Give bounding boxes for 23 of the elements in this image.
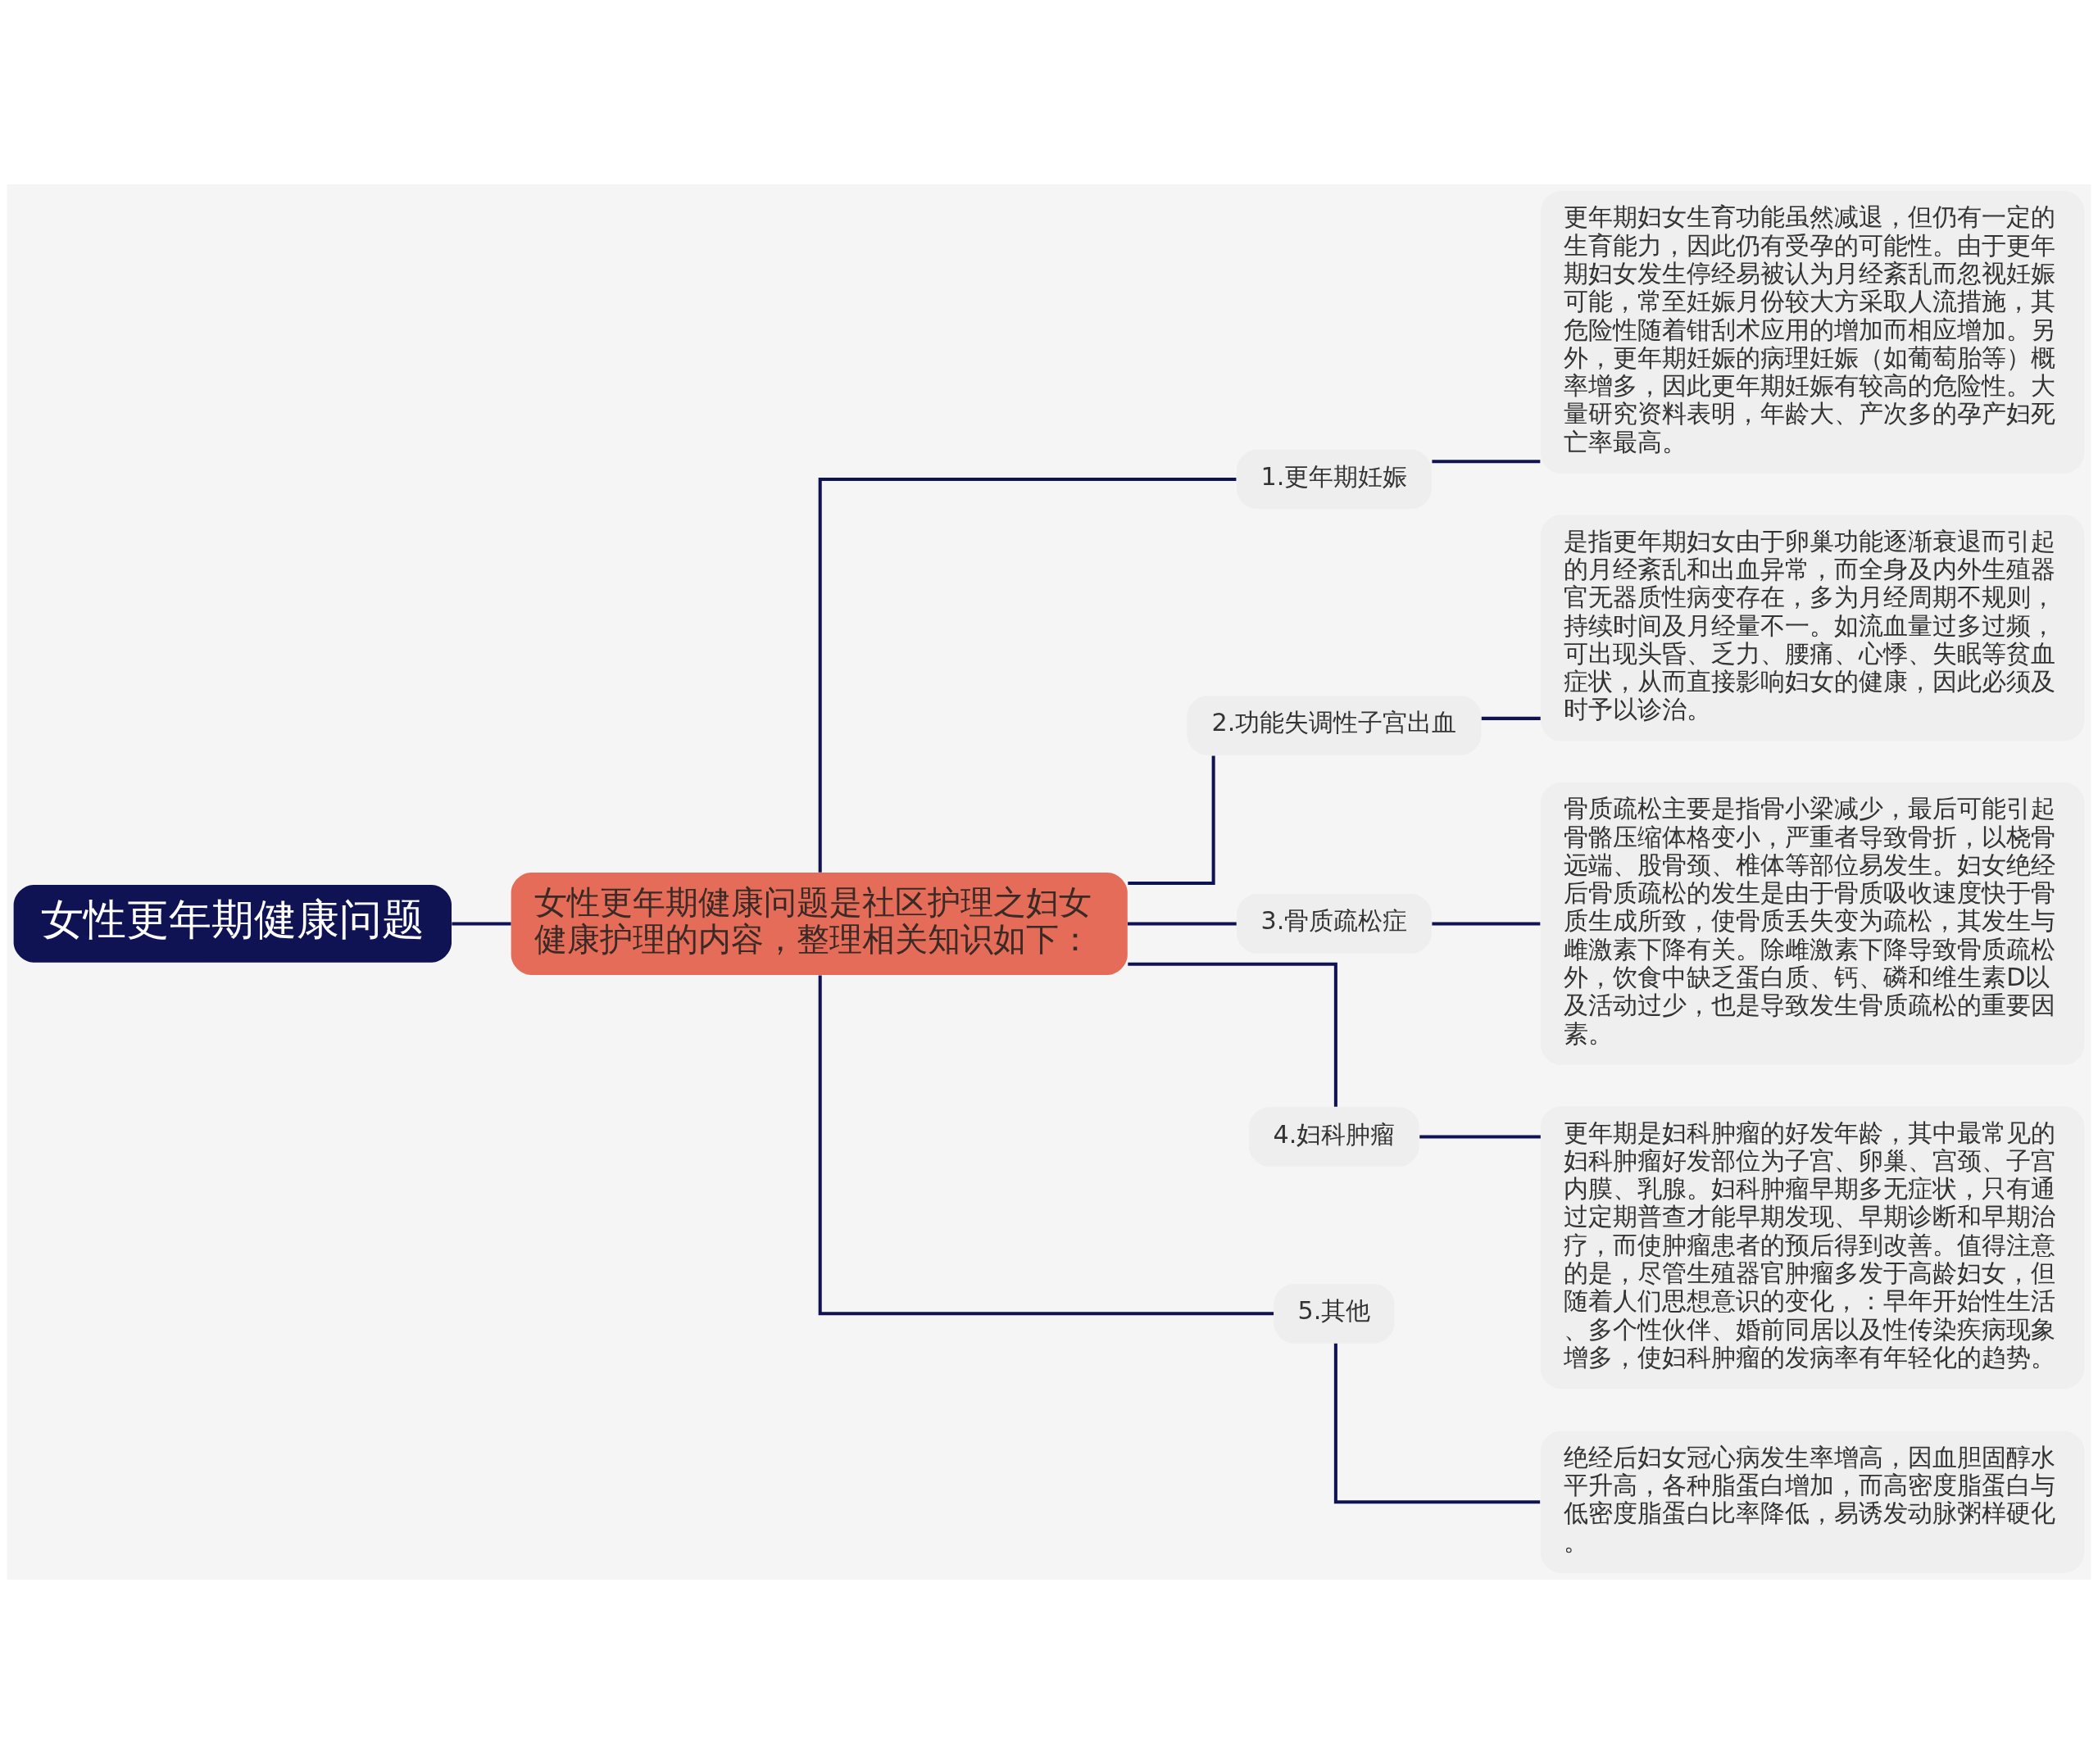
node-box: 是指更年期妇女由于卵巢功能逐渐衰退而引起的月经紊乱和出血异常，而全身及内外生殖器官无器质性病变存在，多为月经周期不规则，持续时间及月经量不一。如流血量过多过频，可出现头昏、乏力、腰痛、心悸、失眠等贫血症状，从而直接影响妇女的健康，因此必须及时予以诊治。	[1540, 515, 2085, 741]
connector	[818, 975, 1274, 1316]
node-box: 4.妇科肿瘤	[1249, 1107, 1419, 1167]
node-box: 更年期妇女生育功能虽然减退，但仍有一定的生育能力，因此仍有受孕的可能性。由于更年期妇女发生停经易被认为月经紊乱而忽视妊娠可能，常至妊娠月份较大方采取人流措施，其危险性随着钳刮术应用的增加而相应增加。另外，更年期妊娠的病理妊娠（如葡萄胎等）概率增多，因此更年期妊娠有较高的危险性。大量研究资料表明，年龄大、产次多的孕产妇死亡率最高。	[1540, 191, 2085, 474]
node-box: 女性更年期健康问题是社区护理之妇女健康护理的内容，整理相关知识如下：	[511, 872, 1128, 975]
node-box: 2.功能失调性子宫出血	[1187, 696, 1482, 755]
connector	[1333, 1343, 1541, 1504]
connector	[452, 922, 511, 926]
node-box: 女性更年期健康问题	[13, 885, 452, 963]
node-box: 1.更年期妊娠	[1236, 449, 1432, 510]
connector	[1432, 460, 1541, 464]
connector	[1419, 1135, 1541, 1139]
connector	[818, 477, 1237, 873]
connector	[1481, 716, 1541, 720]
node-box: 3.骨质疏松症	[1236, 894, 1432, 954]
node-box: 更年期是妇科肿瘤的好发年龄，其中最常见的妇科肿瘤好发部位为子宫、卵巢、宫颈、子宫内膜、乳腺。妇科肿瘤早期多无症状，只有通过定期普查才能早期发现、早期诊断和早期治疗，而使肿瘤患者的预后得到改善。值得注意的是，尽管生殖器官肿瘤多发于高龄妇女，但随着人们思想意识的变化，：早年开始性生活、多个性伙伴、婚前同居以及性传染疾病现象增多，使妇科肿瘤的发病率有年轻化的趋势。	[1540, 1106, 2085, 1390]
connector	[1432, 922, 1541, 926]
node-box: 骨质疏松主要是指骨小梁减少，最后可能引起骨骼压缩体格变小，严重者导致骨折，以桡骨远端、股骨颈、椎体等部位易发生。妇女绝经后骨质疏松的发生是由于骨质吸收速度快于骨质生成所致，使骨质丢失变为疏松，其发生与雌激素下降有关。除雌激素下降导致骨质疏松外，饮食中缺乏蛋白质、钙、磷和维生素D以及活动过少，也是导致发生骨质疏松的重要因素。	[1540, 782, 2085, 1065]
node-box: 绝经后妇女冠心病发生率增高，因血胆固醇水平升高，各种脂蛋白增加，而高密度脂蛋白与低密度脂蛋白比率降低，易诱发动脉粥样硬化。	[1540, 1431, 2085, 1573]
connector	[1128, 922, 1237, 926]
connector	[1128, 962, 1337, 1107]
connector	[1128, 755, 1215, 886]
node-box: 5.其他	[1274, 1284, 1395, 1344]
